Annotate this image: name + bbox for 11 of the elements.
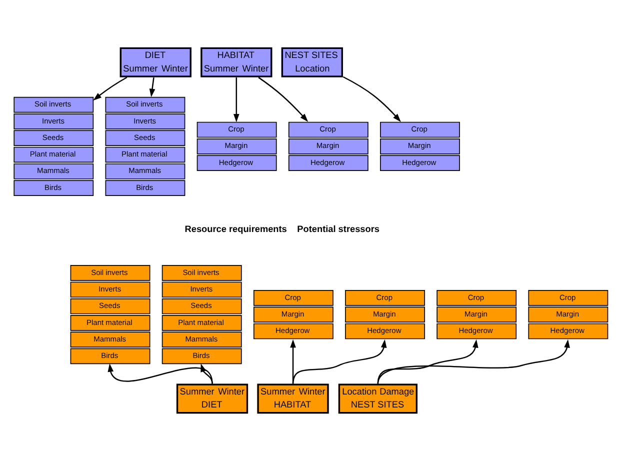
arrow bbox=[149, 77, 156, 98]
label: Resource requirements bbox=[184, 224, 287, 234]
label: Potential stressors bbox=[297, 224, 380, 234]
arrow bbox=[93, 76, 128, 100]
arrow bbox=[377, 339, 570, 384]
arrow bbox=[342, 76, 401, 122]
arrow bbox=[200, 364, 213, 384]
arrow bbox=[258, 76, 308, 122]
arrow bbox=[233, 78, 240, 122]
arrow bbox=[108, 364, 213, 384]
arrow bbox=[292, 339, 387, 384]
